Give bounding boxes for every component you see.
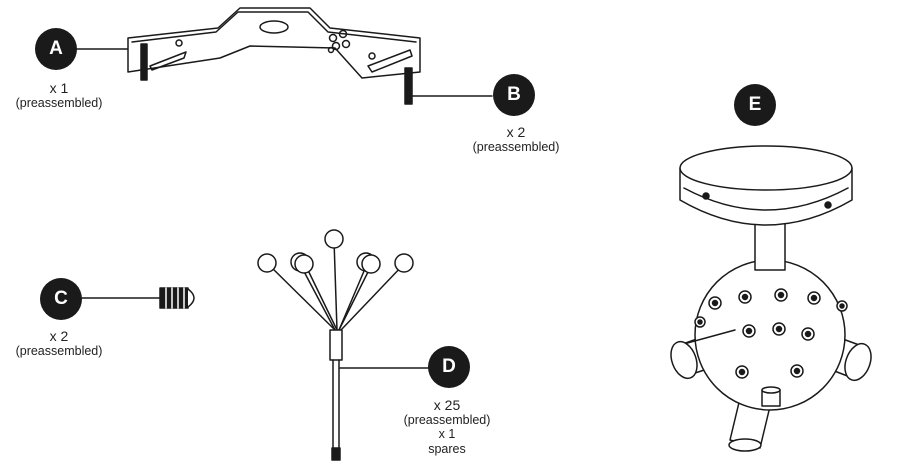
part-c-label: x 2 (preassembled) (4, 328, 114, 358)
part-a-letter: A (49, 38, 63, 59)
part-a-quantity: x 1 (49, 80, 69, 96)
bracket-screw (140, 43, 148, 81)
part-c-badge: C (40, 278, 82, 320)
part-b-note: (preassembled) (472, 140, 560, 155)
screw-b-illustration (404, 67, 413, 105)
part-b-badge: B (493, 74, 535, 116)
part-d-badge: D (428, 346, 470, 388)
part-d-spare-note: spares (428, 441, 466, 456)
canopy-hub-illustration (670, 145, 872, 452)
part-b-letter: B (507, 84, 521, 105)
part-d-quantity: x 25 (433, 397, 461, 413)
rod-cluster-illustration (257, 229, 414, 461)
part-d-letter: D (442, 356, 456, 377)
mounting-bracket-illustration (127, 7, 421, 79)
part-c-note: (preassembled) (15, 344, 103, 359)
part-b-label: x 2 (preassembled) (460, 124, 572, 154)
part-d-spare-quantity: x 1 (438, 427, 456, 442)
part-a-label: x 1 (preassembled) (4, 80, 114, 110)
part-d-label: x 25 (preassembled) x 1 spares (392, 397, 502, 456)
part-c-letter: C (54, 288, 68, 309)
part-e-letter: E (748, 94, 762, 115)
connector-c-illustration (159, 287, 195, 309)
part-d-note: (preassembled) (403, 413, 491, 428)
part-a-badge: A (35, 28, 77, 70)
part-b-quantity: x 2 (506, 124, 526, 140)
part-e-badge: E (734, 84, 776, 126)
part-a-note: (preassembled) (15, 96, 103, 111)
part-c-quantity: x 2 (49, 328, 69, 344)
